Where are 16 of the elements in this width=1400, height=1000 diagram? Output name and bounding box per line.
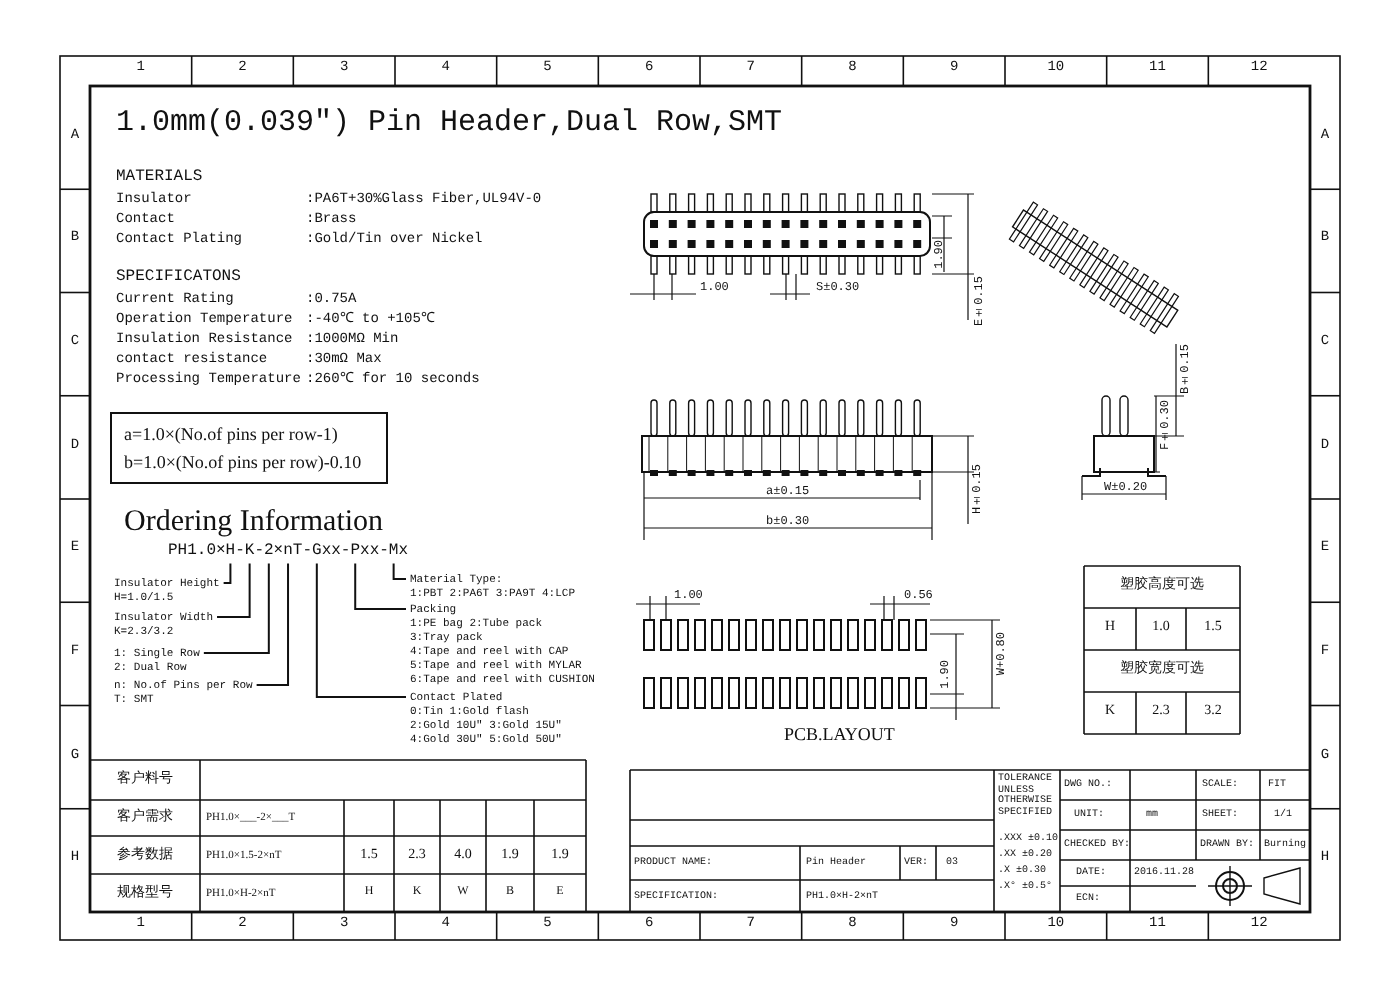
leader-line: [315, 562, 407, 698]
leader-line: [392, 562, 407, 580]
layout-caption: PCB.LAYOUT: [784, 726, 895, 746]
leader-line: [202, 562, 270, 654]
leader-line: [216, 562, 251, 618]
formula-box: [110, 412, 388, 484]
section-heading: SPECIFICATONS: [116, 270, 241, 288]
part-number-code: PH1.0×H-K-2×nT-Gxx-Pxx-Mx: [168, 544, 409, 562]
section-heading: Ordering Information: [124, 506, 384, 539]
section-heading: MATERIALS: [116, 170, 203, 188]
formula-text: b=1.0×(No.of pins per row)-0.10: [124, 450, 362, 476]
leader-line: [222, 562, 232, 584]
leader-line: [354, 562, 407, 610]
drawing-title: 1.0mm(0.039″) Pin Header,Dual Row,SMT: [116, 108, 783, 141]
leader-line: [255, 562, 290, 686]
formula-text: a=1.0×(No.of pins per row-1): [124, 422, 340, 448]
